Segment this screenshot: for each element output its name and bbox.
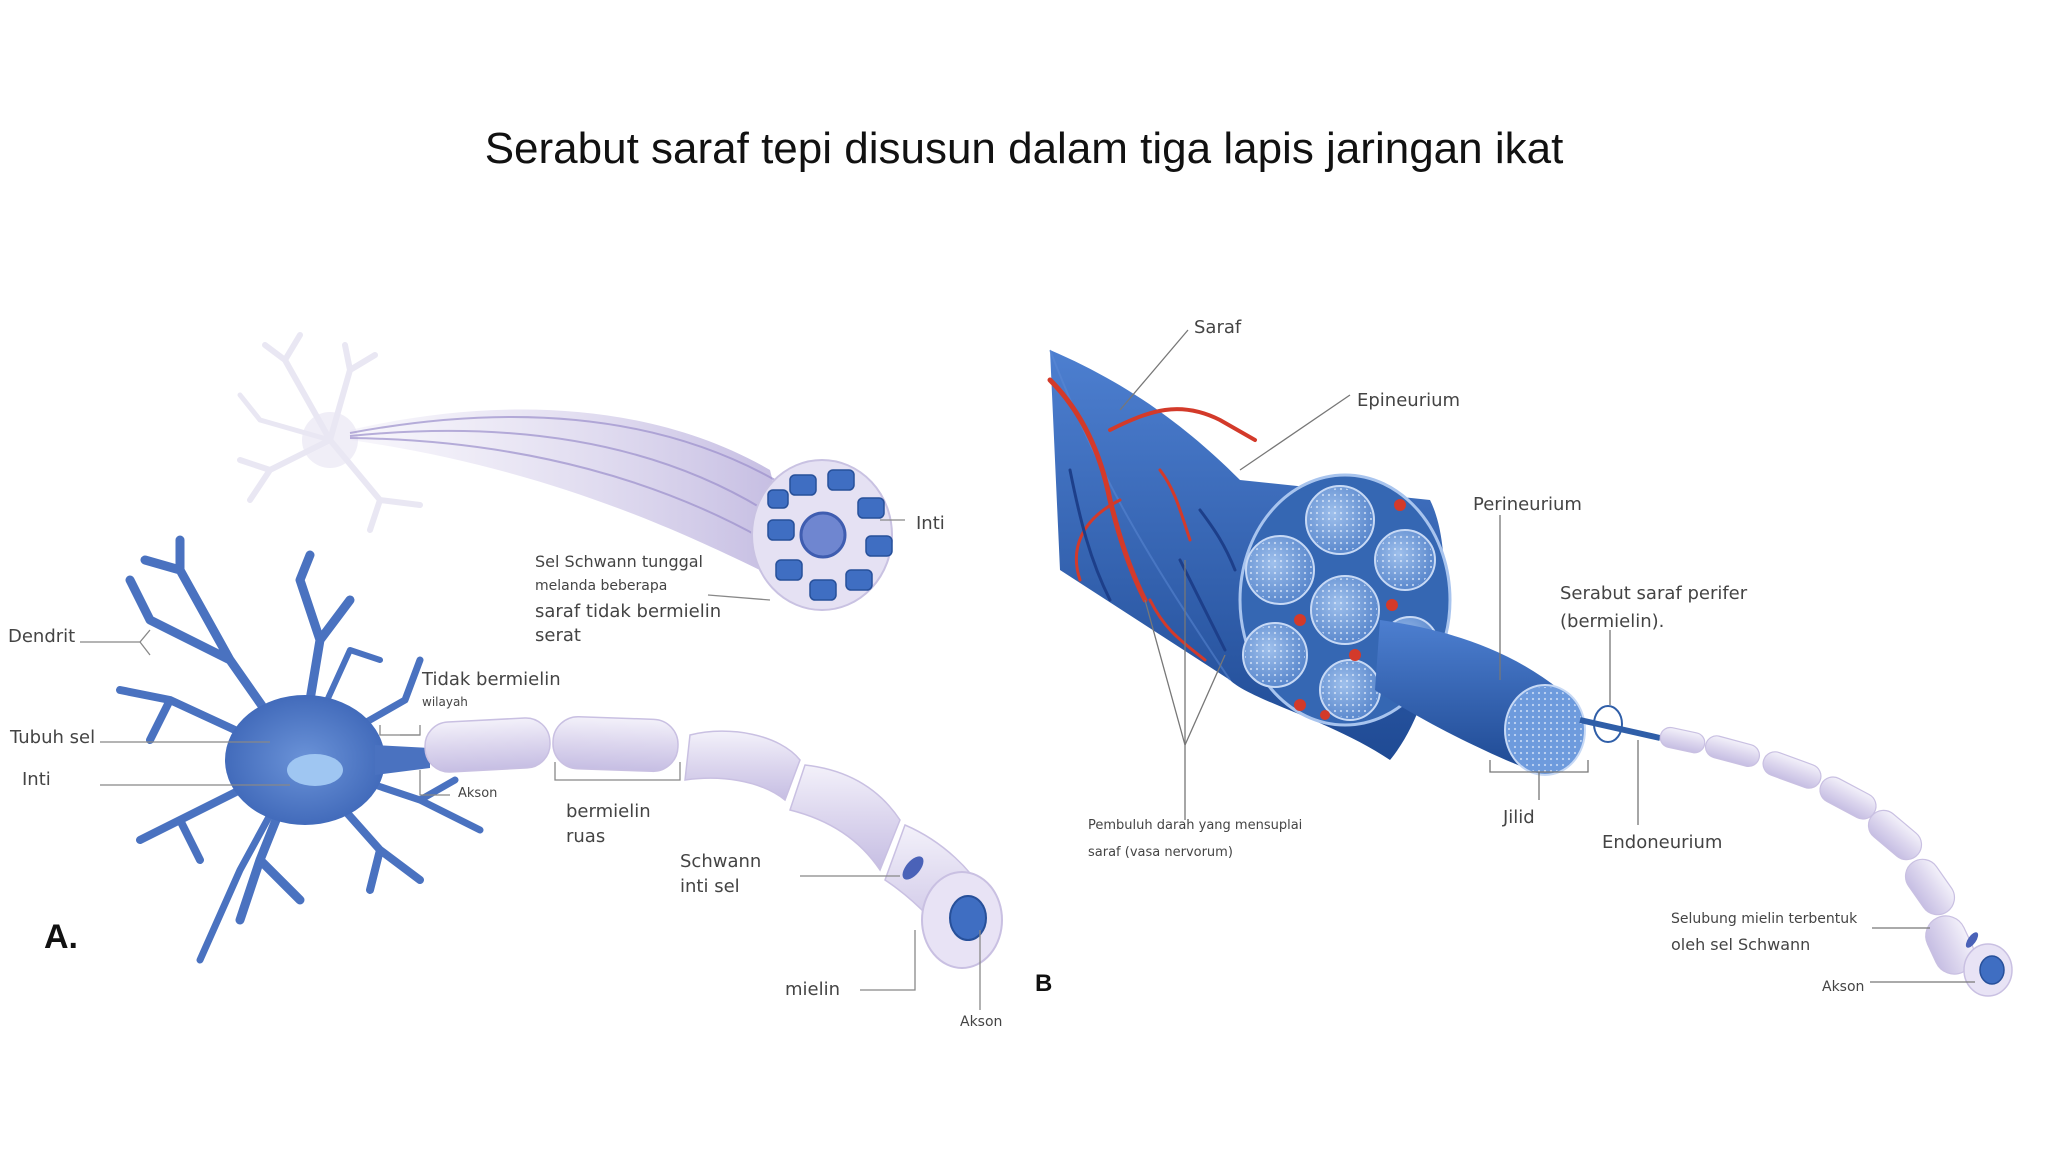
endoneurium-ring [1593, 705, 1623, 743]
label-schwann-tunggal-4: serat [535, 625, 581, 646]
label-epineurium: Epineurium [1357, 390, 1461, 411]
leader-lines-a [80, 519, 981, 1010]
axon-cylinders [767, 469, 893, 601]
label-serabut-1: Serabut saraf perifer [1560, 583, 1748, 604]
label-tubuh-sel: Tubuh sel [10, 727, 96, 748]
faint-neuron [237, 332, 423, 533]
label-akson-b: Akson [1822, 979, 1865, 995]
label-jilid: Jilid [1503, 807, 1535, 828]
label-bermielin: bermielin [566, 801, 651, 822]
vessel-dots [1294, 499, 1406, 720]
label-serabut-2: (bermielin). [1560, 611, 1665, 632]
cell-nucleus [287, 754, 343, 786]
label-schwann-tunggal-3: saraf tidak bermielin [535, 601, 722, 622]
axon-core-end [949, 895, 987, 941]
label-pembuluh-1: Pembuluh darah yang mensuplai [1088, 818, 1303, 833]
label-schwann-tunggal-1: Sel Schwann tunggal [535, 552, 703, 571]
label-tidak-bermielin: Tidak bermielin [422, 669, 561, 690]
myelin-segments-b [1659, 726, 1975, 975]
axon-hillock [375, 745, 430, 775]
label-schwann: Schwann [680, 851, 762, 872]
label-inti-top: Inti [916, 513, 945, 534]
myelin-segments [424, 715, 991, 962]
fascicle-texture [1245, 488, 1433, 718]
label-pembuluh-2: saraf (vasa nervorum) [1088, 845, 1233, 860]
label-schwann-tunggal-2: melanda beberapa [535, 578, 668, 594]
label-dendrit: Dendrit [8, 626, 76, 647]
schwann-nucleus [799, 511, 847, 559]
label-ruas: ruas [566, 826, 606, 847]
label-inti-sel: inti sel [680, 876, 740, 897]
label-selubung-2: oleh sel Schwann [1671, 935, 1811, 954]
blood-vessels [1047, 377, 1257, 662]
label-endoneurium: Endoneurium [1602, 832, 1723, 853]
fiber-lines [349, 416, 791, 556]
leader-lines-b [1119, 329, 1975, 983]
unmyelinated-fiber-bundle [350, 409, 800, 590]
label-akson-upper: Akson [458, 786, 498, 801]
slide-title: Serabut saraf tepi disusun dalam tiga la… [484, 124, 1564, 173]
label-saraf: Saraf [1194, 317, 1242, 338]
label-mielin: mielin [785, 979, 841, 1000]
label-selubung-1: Selubung mielin terbentuk [1671, 911, 1858, 927]
label-perineurium: Perineurium [1473, 494, 1582, 515]
label-akson-lower: Akson [960, 1014, 1003, 1030]
panel-letter-a: A. [44, 918, 78, 956]
label-wilayah: wilayah [422, 695, 468, 709]
schwann-nucleus-a [902, 856, 924, 880]
label-inti-soma: Inti [22, 769, 51, 790]
axon-end-b [1979, 955, 2005, 985]
panel-letter-b: B [1035, 970, 1053, 997]
